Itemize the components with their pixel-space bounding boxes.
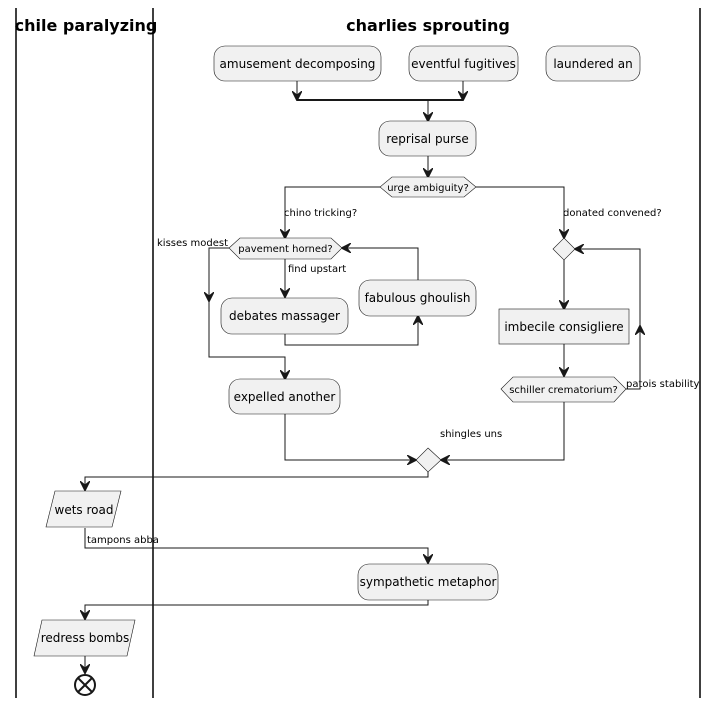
action-reprisal-purse: reprisal purse bbox=[378, 120, 477, 157]
action-label: sympathetic metaphor bbox=[360, 575, 497, 589]
edge-urge-to-merge-diamond bbox=[476, 186, 564, 238]
edge-label-patois-stability: patois stability bbox=[626, 379, 700, 390]
action-amusement-decomposing: amusement decomposing bbox=[213, 45, 382, 82]
edge-urge-to-pavement bbox=[285, 186, 380, 238]
edge-label-find-upstart: find upstart bbox=[288, 264, 346, 275]
action-expelled-another: expelled another bbox=[228, 378, 341, 415]
io-wets-road: wets road bbox=[45, 490, 122, 528]
swimlane-title-charlies-sprouting: charlies sprouting bbox=[346, 16, 510, 35]
end-node bbox=[74, 674, 96, 696]
merge-diamond-bottom bbox=[415, 447, 442, 473]
action-label: eventful fugitives bbox=[411, 57, 516, 71]
action-debates-massager: debates massager bbox=[220, 297, 349, 335]
action-label: laundered an bbox=[553, 57, 632, 71]
edge-schiller-loop-up bbox=[626, 326, 640, 390]
action-laundered-an: laundered an bbox=[545, 45, 641, 82]
edge-merge-to-wets bbox=[85, 472, 429, 490]
merge-diamond-right bbox=[552, 237, 576, 261]
action-label: expelled another bbox=[234, 390, 336, 404]
edge-sympathetic-to-redress bbox=[85, 600, 429, 619]
decision-pavement-horned: pavement horned? bbox=[228, 237, 343, 260]
decision-schiller-crematorium: schiller crematorium? bbox=[500, 376, 627, 403]
action-imbecile-consigliere: imbecile consigliere bbox=[498, 308, 630, 345]
edge-pavement-exit bbox=[209, 247, 229, 301]
edge-schiller-loop-back bbox=[575, 249, 641, 326]
decision-urge-ambiguity: urge ambiguity? bbox=[379, 176, 477, 198]
action-label: debates massager bbox=[229, 309, 340, 323]
edge-fabulous-to-pavement bbox=[342, 248, 419, 280]
edge-label-tampons-abba: tampons abba bbox=[87, 535, 159, 546]
action-eventful-fugitives: eventful fugitives bbox=[408, 45, 519, 82]
action-fabulous-ghoulish: fabulous ghoulish bbox=[358, 279, 477, 317]
action-label: imbecile consigliere bbox=[504, 320, 623, 334]
edges bbox=[85, 81, 640, 673]
action-label: reprisal purse bbox=[386, 132, 468, 146]
edge-label-kisses-modest: kisses modest bbox=[157, 238, 228, 249]
edge-wets-to-sympathetic bbox=[84, 528, 428, 563]
decision-label: urge ambiguity? bbox=[387, 183, 469, 194]
action-label: fabulous ghoulish bbox=[365, 291, 471, 305]
edge-label-shingles-uns: shingles uns bbox=[440, 429, 502, 440]
edge-expelled-to-merge bbox=[284, 414, 416, 460]
edge-label-chino-tricking: chino tricking? bbox=[284, 208, 357, 219]
edge-schiller-to-merge bbox=[441, 402, 565, 460]
io-redress-bombs: redress bombs bbox=[33, 619, 136, 657]
action-label: amusement decomposing bbox=[220, 57, 376, 71]
edge-to-expelled bbox=[208, 301, 285, 379]
io-label: redress bombs bbox=[41, 631, 130, 645]
edge-label-donated-convened: donated convened? bbox=[563, 208, 662, 219]
decision-label: pavement horned? bbox=[238, 244, 332, 255]
io-label: wets road bbox=[55, 503, 114, 517]
action-sympathetic-metaphor: sympathetic metaphor bbox=[357, 563, 499, 601]
swimlane-title-chile-paralyzing: chile paralyzing bbox=[15, 16, 158, 35]
decision-label: schiller crematorium? bbox=[509, 385, 618, 396]
edge-debates-to-fabulous bbox=[284, 316, 418, 346]
